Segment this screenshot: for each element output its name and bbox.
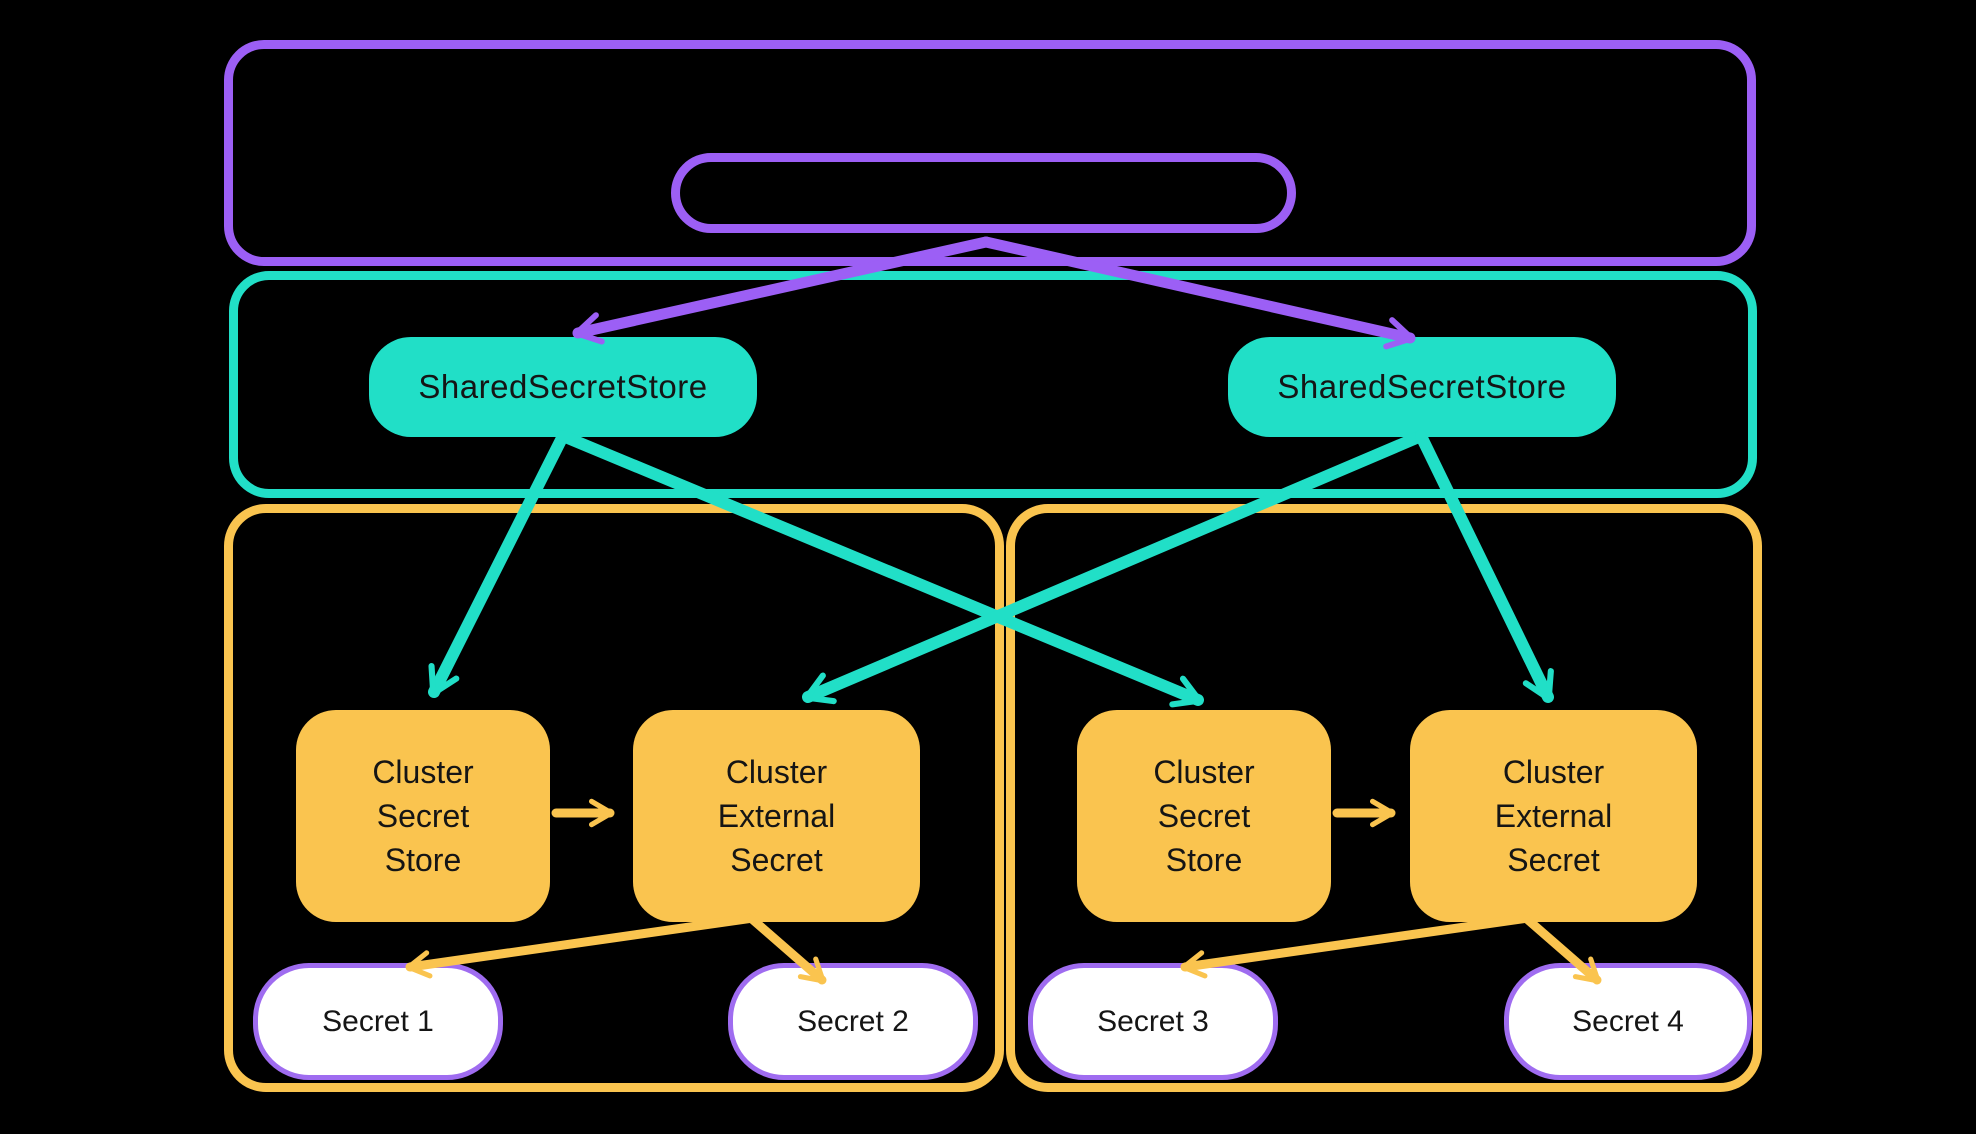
secret-4: Secret 4 <box>1504 963 1752 1080</box>
secret-3: Secret 3 <box>1028 963 1278 1080</box>
shared-secret-store-right: SharedSecretStore <box>1228 337 1616 437</box>
shared-secret-store-left: SharedSecretStore <box>369 337 757 437</box>
control-pill <box>671 153 1296 233</box>
cluster-external-secret-right: Cluster External Secret <box>1410 710 1697 922</box>
cluster-secret-store-left: Cluster Secret Store <box>296 710 550 922</box>
secret-1: Secret 1 <box>253 963 503 1080</box>
secret-2: Secret 2 <box>728 963 978 1080</box>
cluster-secret-store-right: Cluster Secret Store <box>1077 710 1331 922</box>
cluster-external-secret-left: Cluster External Secret <box>633 710 920 922</box>
